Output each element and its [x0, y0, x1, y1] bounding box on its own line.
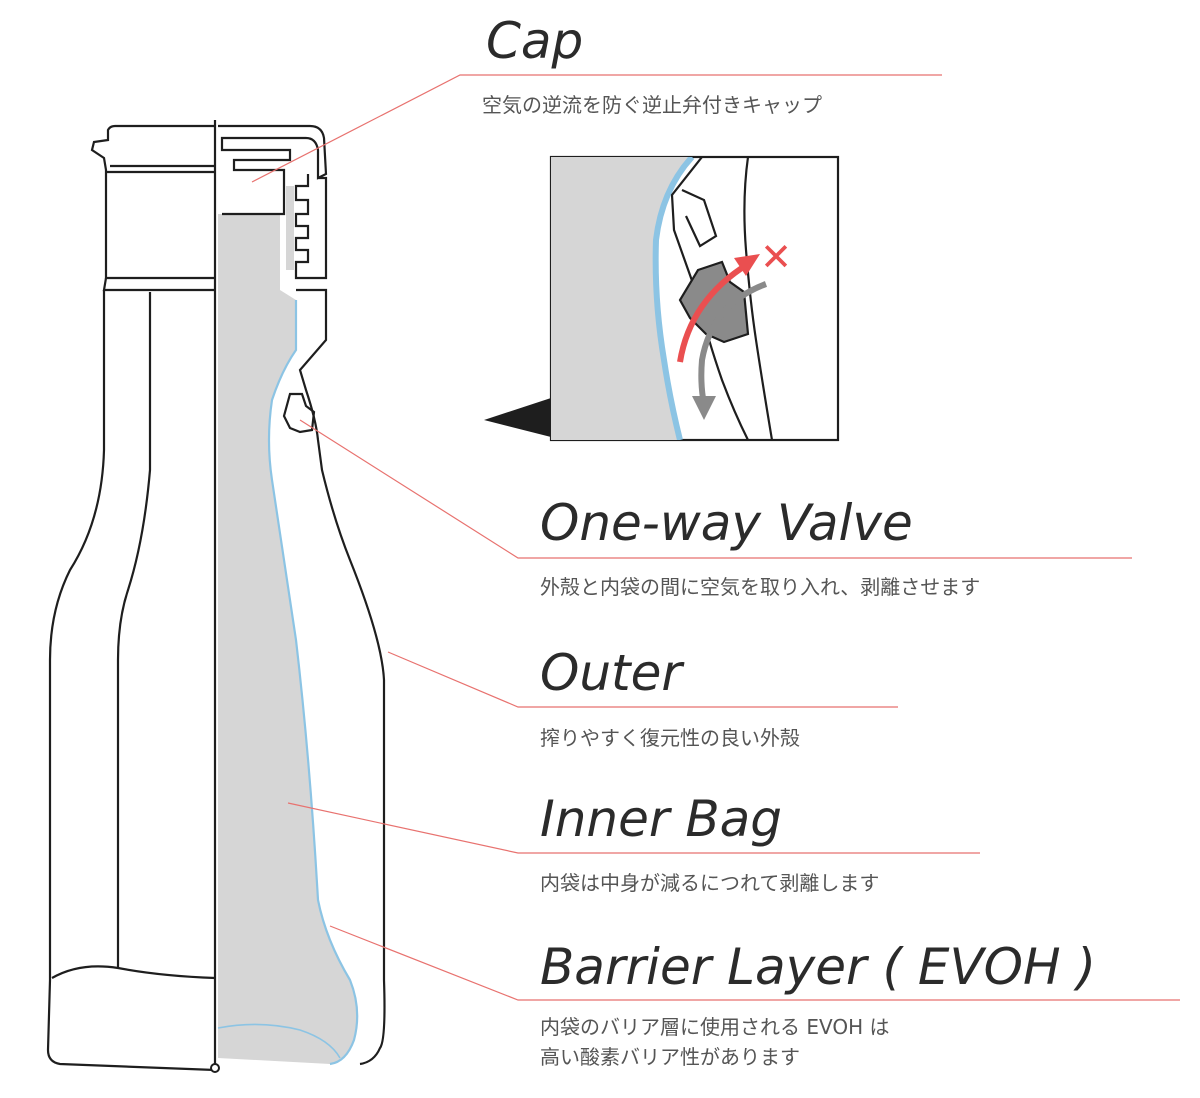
base-line	[51, 965, 216, 980]
bottle-section-half	[217, 124, 386, 1066]
gate-mark	[210, 1063, 220, 1073]
neck-section	[296, 288, 386, 1066]
inner-bag-desc: 内袋は中身が減るにつれて剥離します	[540, 871, 880, 895]
outer-desc: 搾りやすく復元性の良い外殻	[540, 726, 800, 750]
blocked-x-icon: ✕	[760, 235, 792, 279]
cap-leader	[251, 74, 942, 183]
valve-leader	[299, 419, 1132, 559]
cap-section	[218, 124, 386, 1066]
air-in-arrow-head	[734, 254, 760, 276]
cap-exterior	[90, 124, 215, 280]
bottle-exterior-half	[46, 124, 216, 1072]
valve-inset: ✕	[484, 155, 840, 442]
body-panel-line	[116, 292, 152, 968]
valve-title: One-way Valve	[540, 494, 913, 552]
inner-bag-contents	[218, 214, 358, 1064]
cap-shell	[218, 124, 328, 216]
air-in-arrow	[677, 261, 750, 363]
inner-leader	[287, 802, 980, 854]
cap-thread-wall	[294, 174, 328, 280]
valve-body	[282, 392, 316, 434]
cap-title: Cap	[486, 12, 584, 70]
outer-leader	[387, 651, 898, 708]
barrier-desc-line-2: 高い酸素バリア性があります	[540, 1045, 800, 1069]
outer-title: Outer	[540, 644, 682, 702]
barrier-leader	[329, 925, 1180, 1001]
valve-desc: 外殻と内袋の間に空気を取り入れ、剥離させます	[540, 575, 981, 599]
air-out-arrow	[698, 281, 768, 405]
inset-outer-wall-b	[743, 157, 774, 440]
inset-barrier-line	[652, 157, 695, 440]
barrier-layer-line	[267, 300, 359, 1066]
leader-lines	[251, 74, 1180, 1001]
air-out-arrow-head	[692, 396, 716, 420]
inner-bag-title: Inner Bag	[540, 790, 783, 848]
neck-exterior	[102, 277, 215, 292]
cap-inner-grey	[286, 186, 294, 270]
inset-valve-body	[678, 260, 750, 344]
inner-base-curve	[217, 1023, 341, 1059]
inset-pointer	[484, 398, 551, 437]
barrier-desc: 内袋のバリア層に使用される EVOH は 高い酸素バリア性があります	[540, 1012, 889, 1072]
barrier-title: Barrier Layer ( EVOH )	[540, 938, 1097, 996]
barrier-desc-line-1: 内袋のバリア層に使用される EVOH は	[540, 1015, 890, 1039]
inset-channel	[681, 188, 718, 248]
body-exterior	[46, 290, 216, 1072]
cap-desc: 空気の逆流を防ぐ逆止弁付きキャップ	[482, 93, 822, 117]
